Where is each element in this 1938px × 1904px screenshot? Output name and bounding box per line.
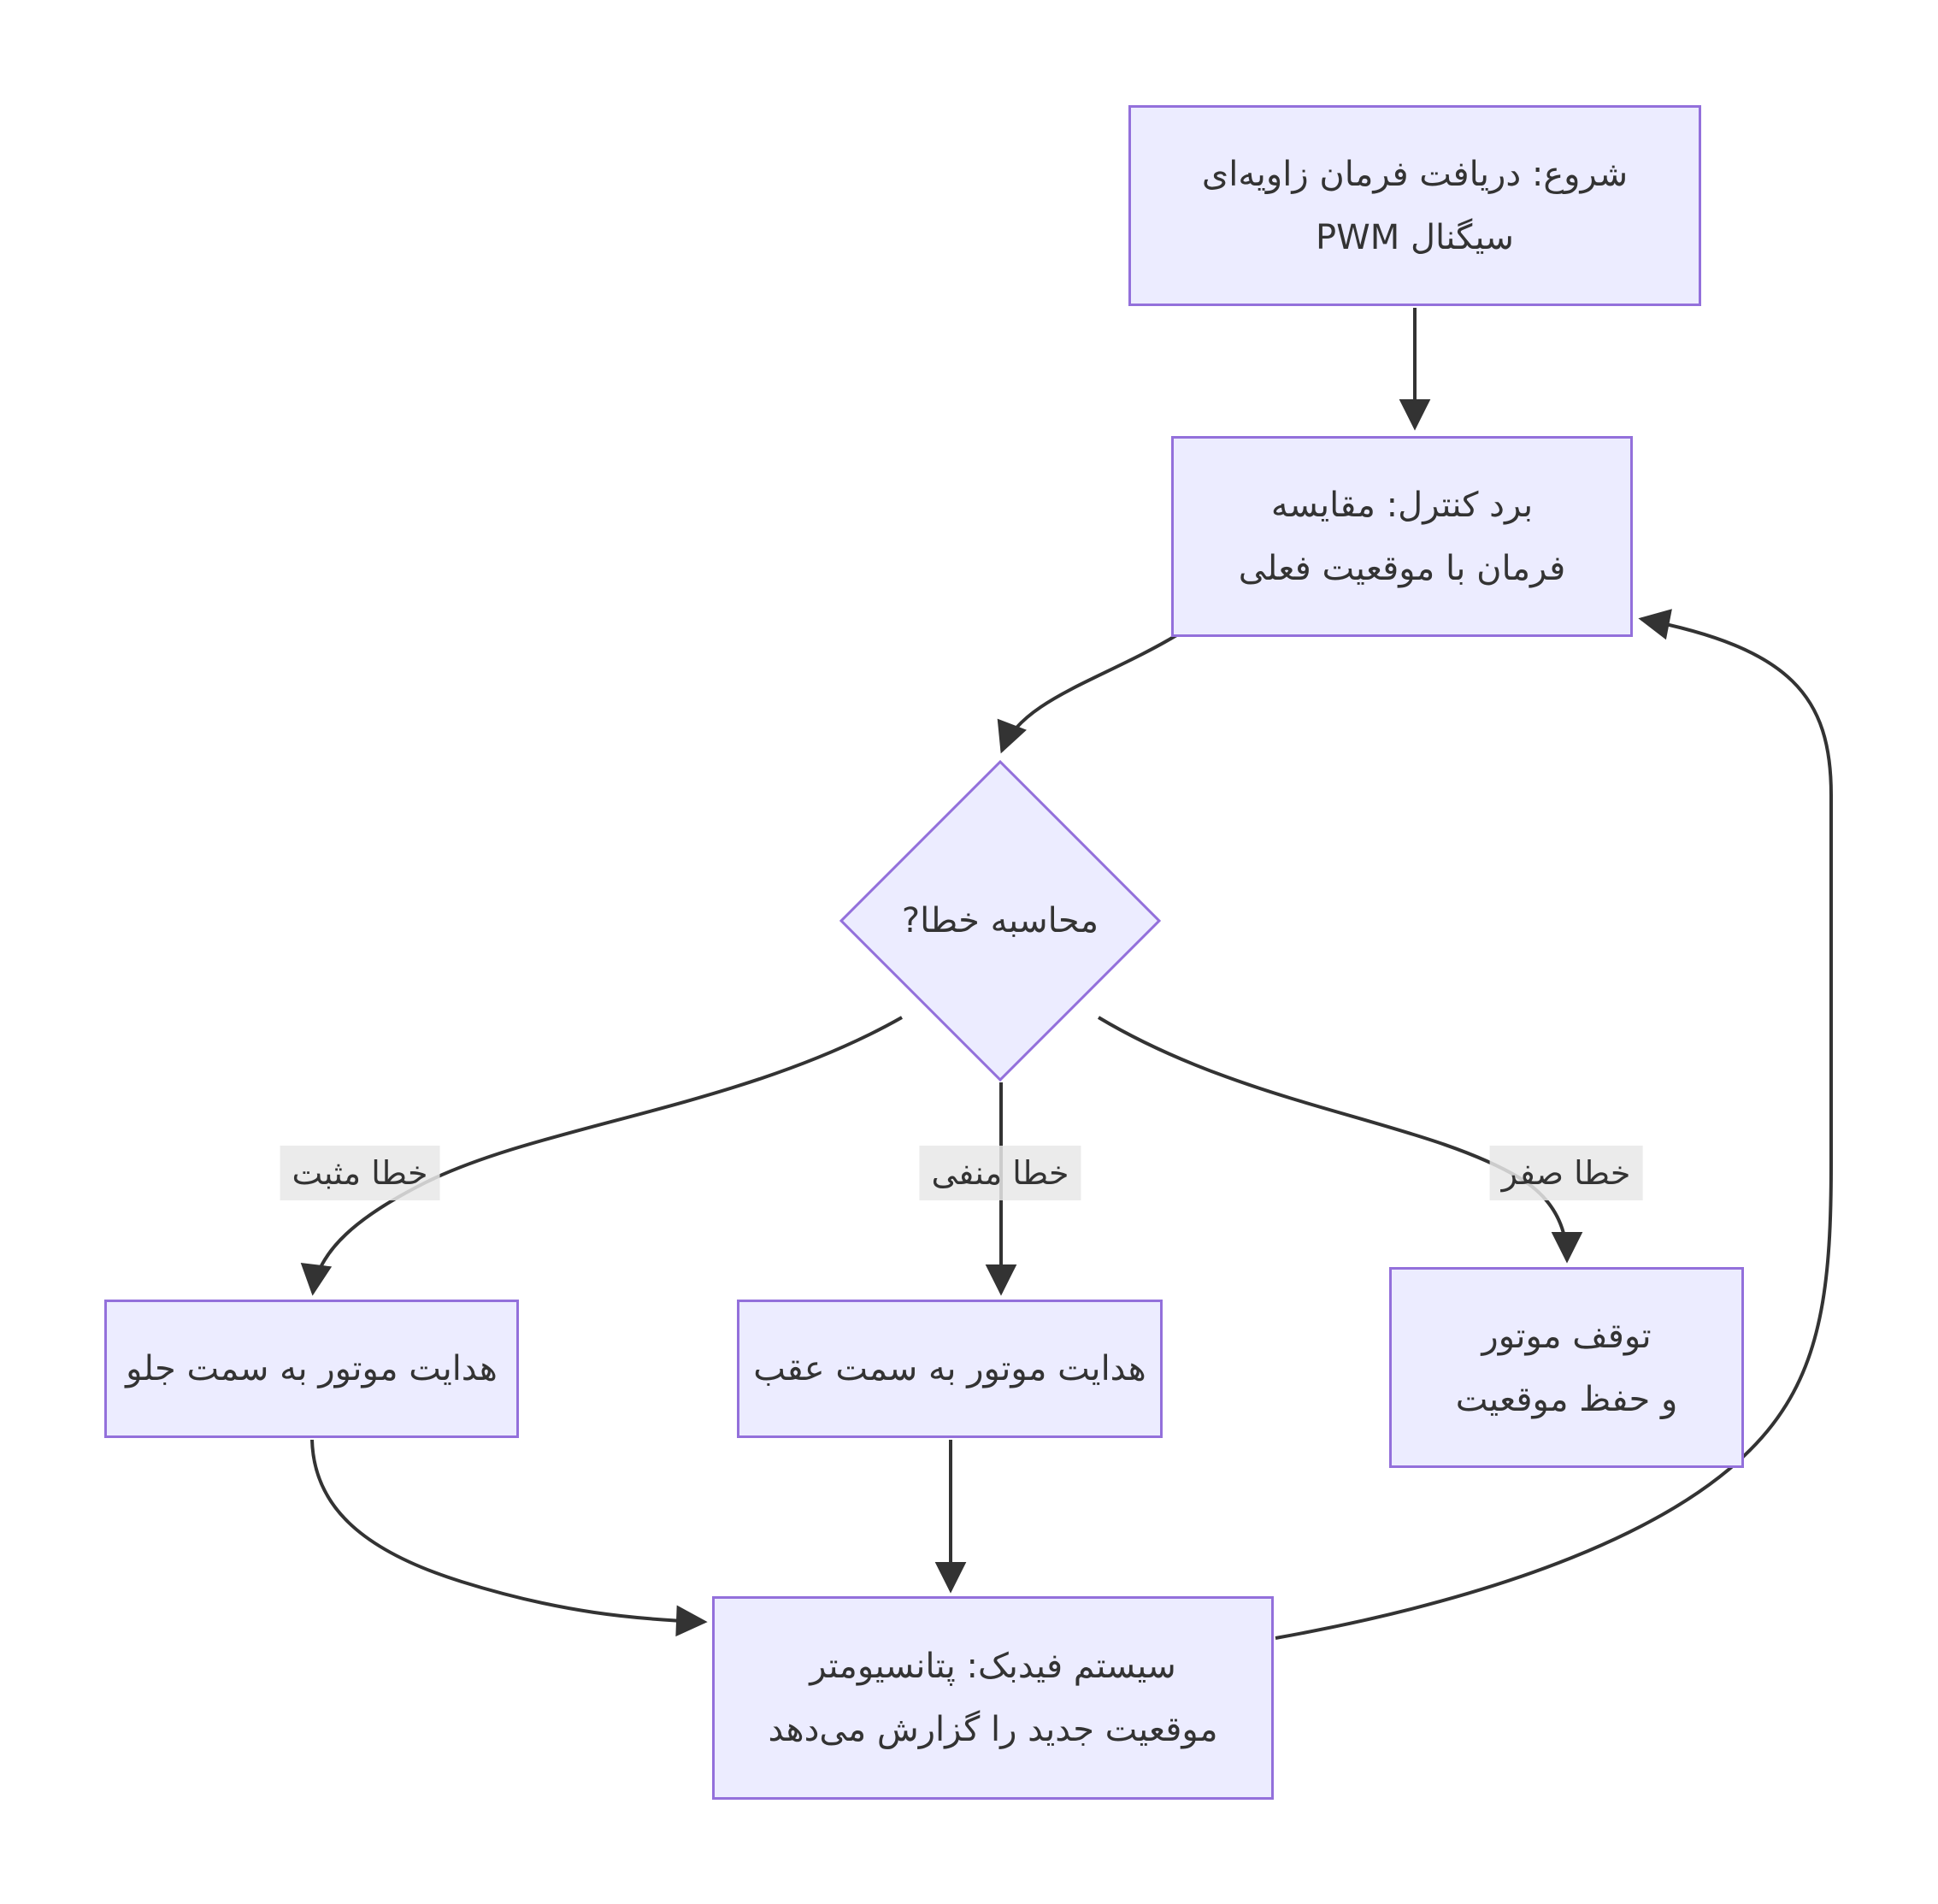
node-backward-label: هدایت موتور به سمت عقب bbox=[753, 1349, 1146, 1388]
node-backward: هدایت موتور به سمت عقب bbox=[737, 1300, 1163, 1438]
node-stop-line1: توقف موتور bbox=[1481, 1316, 1652, 1356]
edge-feedback-to-control bbox=[1275, 609, 1833, 1640]
node-start: شروع: دریافت فرمان زاویه‌ای سیگنال PWM bbox=[1128, 105, 1701, 306]
node-feedback-line1: سیستم فیدبک: پتانسیومتر bbox=[810, 1647, 1176, 1686]
node-start-line1: شروع: دریافت فرمان زاویه‌ای bbox=[1201, 154, 1629, 194]
node-feedback-line2: موقعیت جدید را گزارش می‌دهد bbox=[768, 1710, 1218, 1749]
node-forward: هدایت موتور به سمت جلو bbox=[104, 1300, 519, 1438]
edge-forward-to-feedback bbox=[310, 1439, 708, 1637]
node-control-line2: فرمان با موقعیت فعلی bbox=[1238, 548, 1566, 588]
node-decision-label: محاسبه خطا? bbox=[901, 901, 1099, 940]
node-control: برد کنترل: مقایسه فرمان با موقعیت فعلی bbox=[1171, 436, 1633, 637]
node-stop: توقف موتور و حفظ موقعیت bbox=[1389, 1267, 1744, 1468]
edge-label-positive: خطا مثبت bbox=[280, 1146, 440, 1200]
edge-decision-to-stop bbox=[1097, 1016, 1583, 1264]
node-start-line2: سیگنال PWM bbox=[1316, 217, 1514, 257]
edge-label-zero: خطا صفر bbox=[1489, 1146, 1643, 1200]
edge-label-negative: خطا منفی bbox=[919, 1146, 1081, 1200]
node-forward-label: هدایت موتور به سمت جلو bbox=[126, 1349, 498, 1388]
node-feedback: سیستم فیدبک: پتانسیومتر موقعیت جدید را گ… bbox=[712, 1596, 1274, 1800]
node-control-line1: برد کنترل: مقایسه bbox=[1270, 485, 1534, 525]
node-stop-line2: و حفظ موقعیت bbox=[1455, 1379, 1678, 1419]
edge-control-to-decision bbox=[997, 633, 1180, 754]
edge-decision-to-forward bbox=[300, 1016, 903, 1296]
